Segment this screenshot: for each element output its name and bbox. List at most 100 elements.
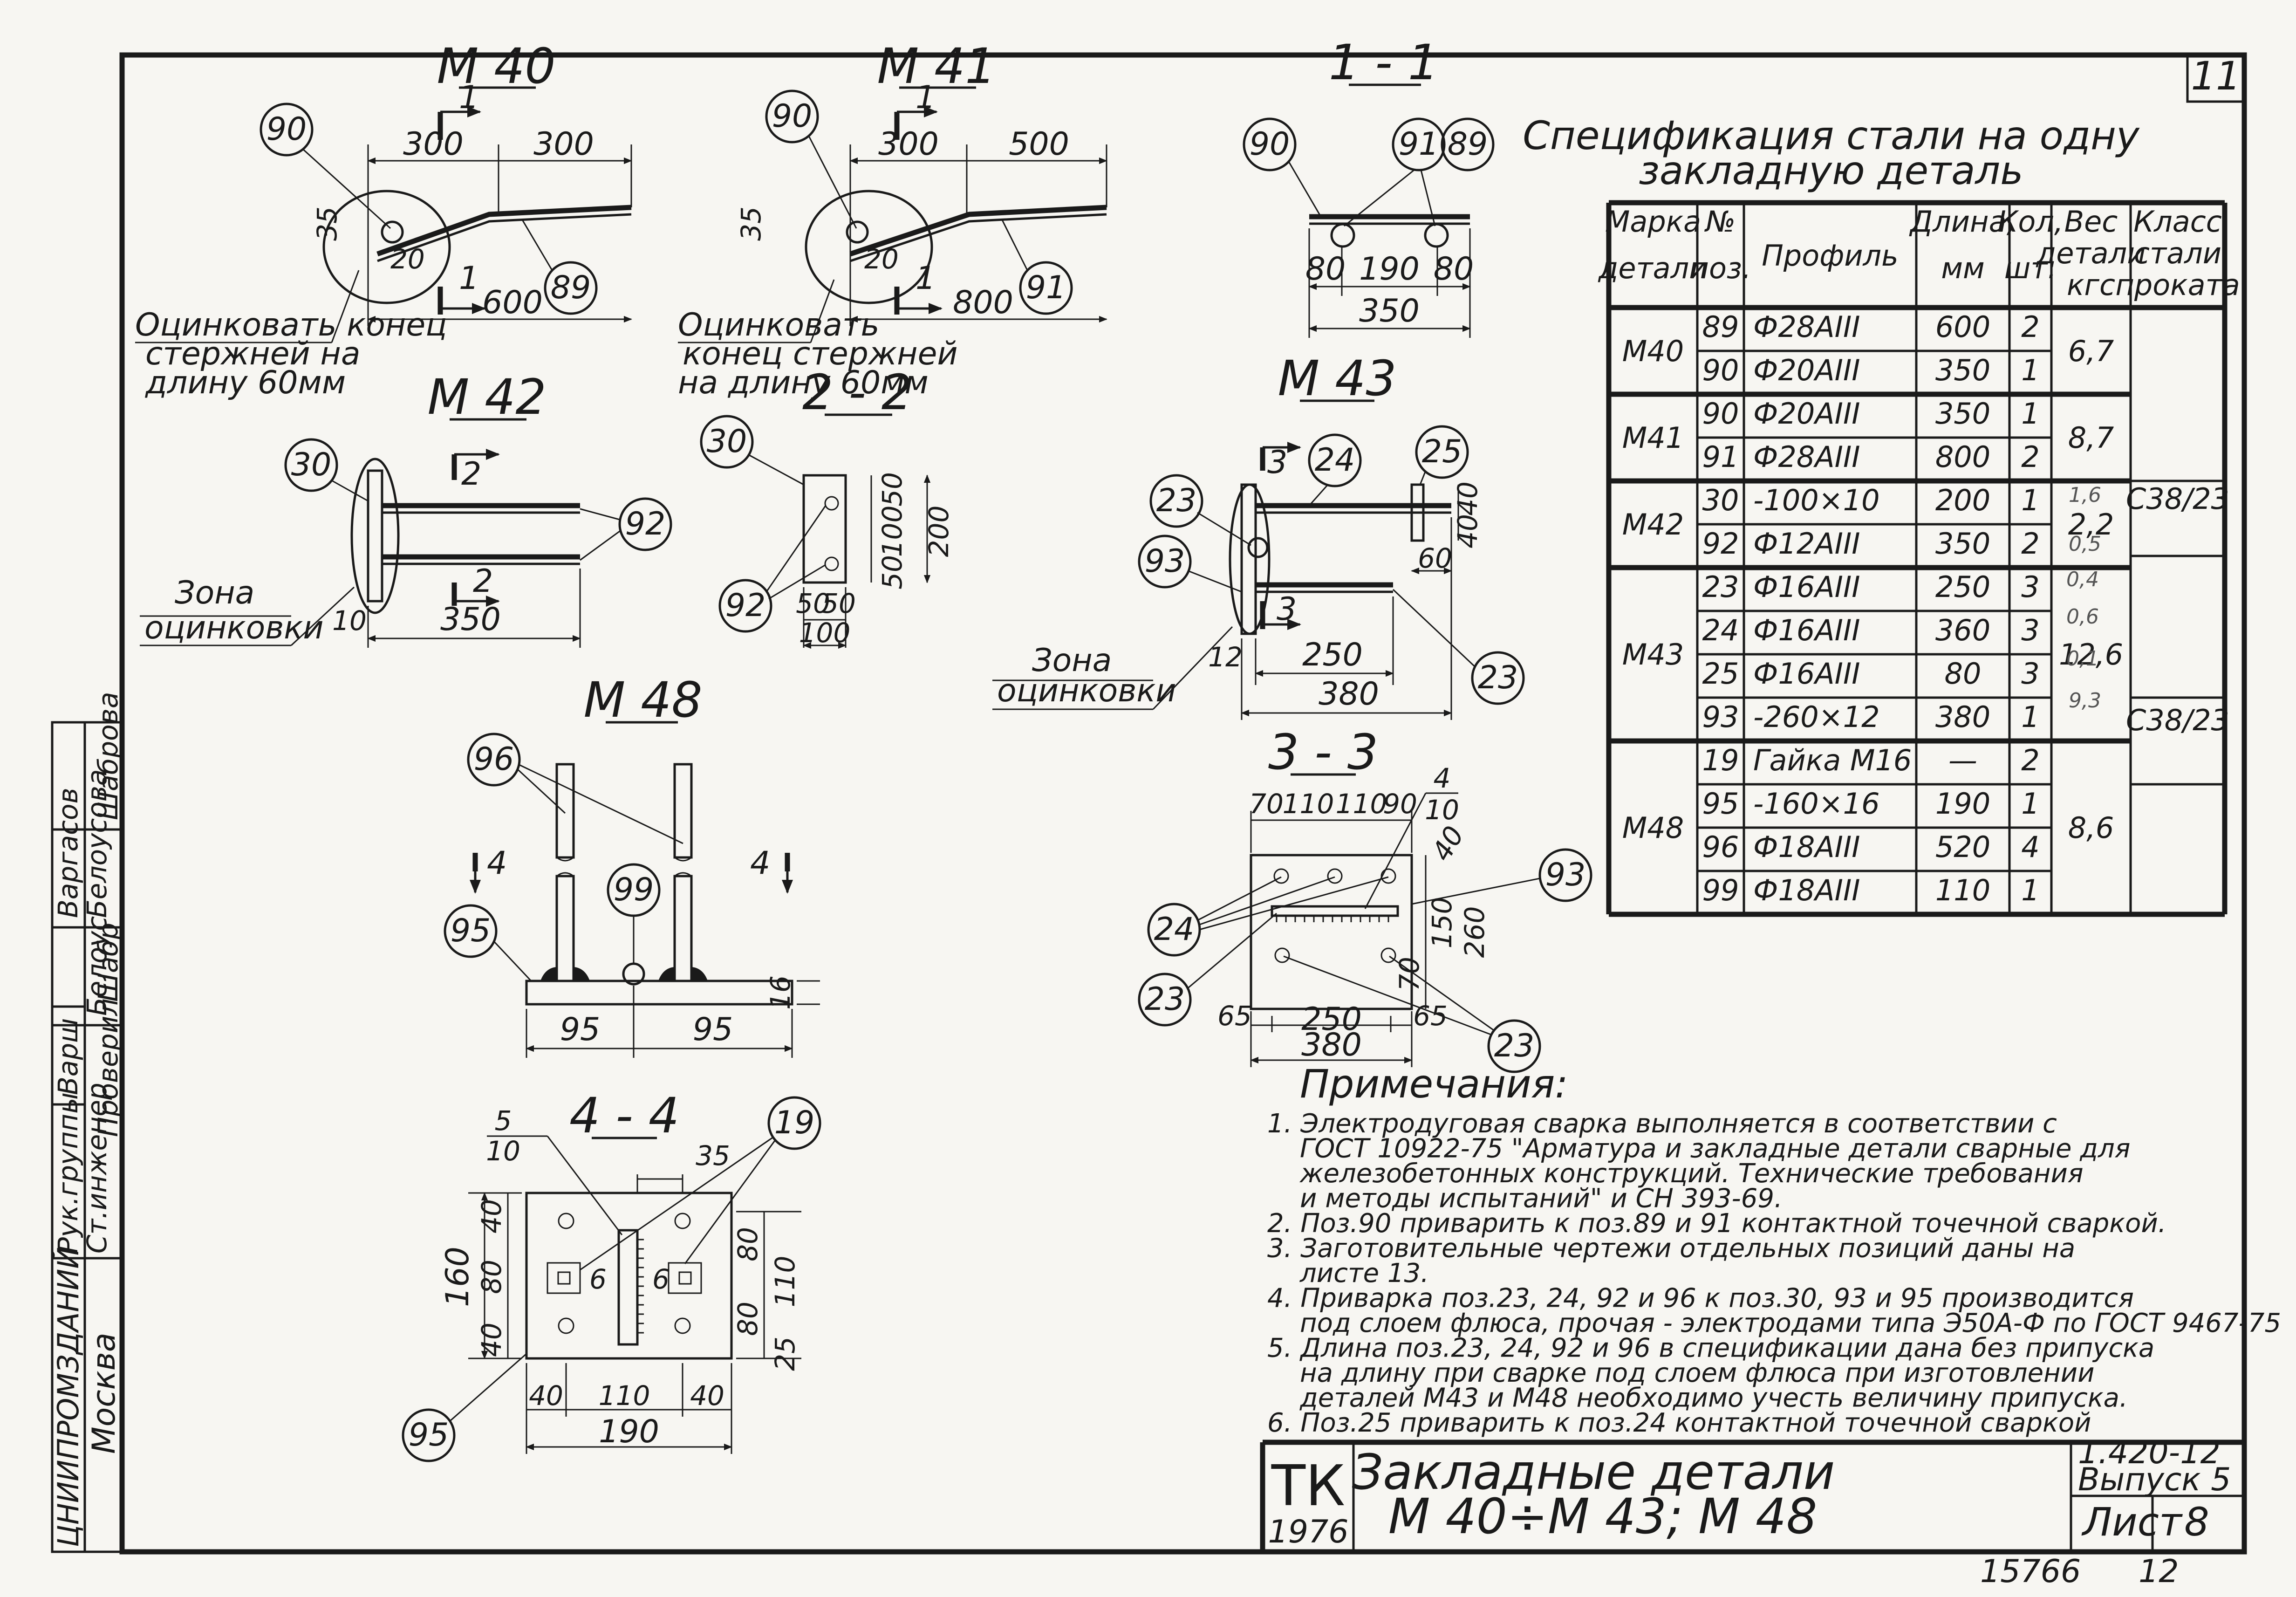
m40-dim-1: 300 xyxy=(403,126,464,163)
note-line: 1. Электродуговая сварка выполняется в с… xyxy=(1267,1109,2057,1139)
note-line: 3. Заготовительные чертежи отдельных поз… xyxy=(1267,1234,2075,1264)
m41-dim-3: 800 xyxy=(953,284,1013,321)
s44-callout-19 xyxy=(767,1096,821,1150)
note-line: 6. Поз.25 приварить к поз.24 контактной … xyxy=(1267,1408,2091,1438)
s44-dim-2: 40 xyxy=(476,1199,507,1234)
m40-callout-90 xyxy=(260,103,314,157)
s44-dim-13: 190 xyxy=(599,1413,659,1450)
notes-heading: Примечания: xyxy=(1300,1061,1568,1107)
s22-dim-7: 100 xyxy=(799,617,851,649)
spec-header-2-0: Профиль xyxy=(1762,239,1898,273)
s44-dim-10: 40 xyxy=(529,1380,563,1412)
spec-length: 350 xyxy=(1935,397,1990,431)
s44-title: 4 - 4 xyxy=(569,1087,679,1144)
m43-callout-93 xyxy=(1138,535,1192,589)
m42-callout-92-label: 92 xyxy=(625,506,666,542)
spec-pos: 93 xyxy=(1702,700,1739,734)
m48-callout-96 xyxy=(467,733,521,787)
spec-profile: Ф12АIII xyxy=(1753,527,1860,561)
spec-header-3-1: мм xyxy=(1941,251,1985,285)
pencil-note-2: 0,4 xyxy=(2066,568,2099,591)
note-line: и методы испытаний" и СН 393-69. xyxy=(1300,1184,1783,1214)
spec-length: 190 xyxy=(1935,787,1990,821)
m40-note-3: длину 60мм xyxy=(145,364,346,401)
s44-dim-15: 6 xyxy=(652,1263,670,1295)
s22-callout-30 xyxy=(700,415,754,469)
s44-dim-9: 25 xyxy=(769,1337,801,1371)
m41-note-3: на длину 60мм xyxy=(678,364,929,401)
stamp-org: ЦНИИПРОМЗДАНИЙ xyxy=(51,1247,85,1547)
note-line: 2. Поз.90 приварить к поз.89 и 91 контак… xyxy=(1267,1208,2166,1239)
m41-dim-4: 35 xyxy=(735,206,767,241)
m41-dim-2: 500 xyxy=(1009,126,1069,163)
s11-callout-91-label: 91 xyxy=(1399,126,1439,163)
s11-callout-89-label: 89 xyxy=(1448,126,1488,163)
spec-header-6-1: стали xyxy=(2134,236,2221,270)
s44-callout-95-label: 95 xyxy=(409,1417,449,1453)
role-2: Ст.инженер xyxy=(81,1083,113,1254)
view-m42: М 42 10 350 2 2 30 92 Зона оцинковки xyxy=(140,369,672,648)
s44-dim-7: 110 xyxy=(769,1256,801,1308)
spec-header-4-0: Кол, xyxy=(1997,205,2063,239)
note-line: на длину при сварке под слоем флюса при … xyxy=(1300,1358,2094,1388)
spec-qty: 3 xyxy=(2021,613,2039,647)
spec-profile: Ф20АIII xyxy=(1753,397,1860,431)
spec-profile: Ф18АIII xyxy=(1753,873,1860,907)
m43-callout-93-label: 93 xyxy=(1145,543,1185,580)
s11-dim-1: 80 xyxy=(1305,251,1346,288)
m41-callout-90 xyxy=(765,89,819,144)
m48-section-right: 4 xyxy=(750,845,770,882)
m43-section-bottom: 3 xyxy=(1277,591,1297,628)
m40-callout-89 xyxy=(544,261,598,315)
title-line-2: М 40÷М 43; М 48 xyxy=(1388,1488,1818,1545)
spec-length: 600 xyxy=(1935,310,1990,344)
bottom-sheet: 12 xyxy=(2139,1553,2179,1590)
note-line: деталей М43 и М48 необходимо учесть вели… xyxy=(1299,1383,2128,1413)
spec-qty: 2 xyxy=(2021,743,2039,777)
spec-qty: 3 xyxy=(2021,657,2039,691)
s33-callout-23a xyxy=(1138,973,1192,1027)
s33-title: 3 - 3 xyxy=(1268,724,1378,781)
m40-section-top: 1 xyxy=(459,79,479,116)
spec-mark: М41 xyxy=(1622,421,1684,455)
spec-class-1: С38/23 xyxy=(2126,482,2229,516)
spec-qty: 1 xyxy=(2021,873,2039,907)
s11-callout-89 xyxy=(1441,117,1495,171)
m40-dim-5: 20 xyxy=(390,243,425,275)
spec-title-2: закладную деталь xyxy=(1639,148,2023,193)
spec-length: 350 xyxy=(1935,527,1990,561)
spec-header-5-2: кгс xyxy=(2067,268,2115,302)
spec-weight: 6,7 xyxy=(2068,334,2114,368)
note-line: 4. Приварка поз.23, 24, 92 и 96 к поз.30… xyxy=(1267,1283,2134,1314)
m43-dim-6: 380 xyxy=(1319,676,1379,713)
title-block: ТК 1976 Закладные детали М 40÷М 43; М 48… xyxy=(1260,1434,2244,1590)
m40-section-bottom: 1 xyxy=(459,260,479,297)
m42-title: М 42 xyxy=(427,369,546,425)
m42-dim-2: 350 xyxy=(440,601,501,638)
s11-callout-90-label: 90 xyxy=(1250,126,1290,163)
spec-header-1-0: № xyxy=(1704,205,1736,239)
m42-dim-1: 10 xyxy=(332,605,367,637)
s11-dim-2: 190 xyxy=(1359,251,1420,288)
m43-zone-1: Зона xyxy=(1032,642,1112,679)
spec-profile: Ф16АIII xyxy=(1753,657,1860,691)
m40-callout-90-label: 90 xyxy=(266,111,307,148)
m43-dim-1: 40 xyxy=(1452,481,1483,516)
m43-dim-5: 250 xyxy=(1302,637,1363,673)
spec-mark: М40 xyxy=(1622,334,1684,368)
s33-callout-93-label: 93 xyxy=(1545,857,1586,893)
s44-dim-6: 80 xyxy=(732,1227,764,1261)
spec-pos: 19 xyxy=(1702,743,1739,777)
s44-callout-95 xyxy=(402,1408,456,1462)
m42-zone-1: Зона xyxy=(175,575,254,611)
sheet-label: Лист xyxy=(2081,1499,2183,1545)
s33-dim-3: 110 xyxy=(1336,788,1387,820)
s22-callout-30-label: 30 xyxy=(707,423,747,460)
view-m40: М 40 300 300 600 35 20 1 1 90 89 Оцинков… xyxy=(135,38,632,401)
spec-qty: 1 xyxy=(2021,397,2039,431)
m40-dim-3: 600 xyxy=(482,284,543,321)
s33-weld-1: 4 xyxy=(1434,762,1451,794)
m43-callout-23a-label: 23 xyxy=(1156,482,1197,519)
s33-callout-24-label: 24 xyxy=(1154,911,1195,948)
spec-header-6-0: Класс xyxy=(2133,205,2222,239)
